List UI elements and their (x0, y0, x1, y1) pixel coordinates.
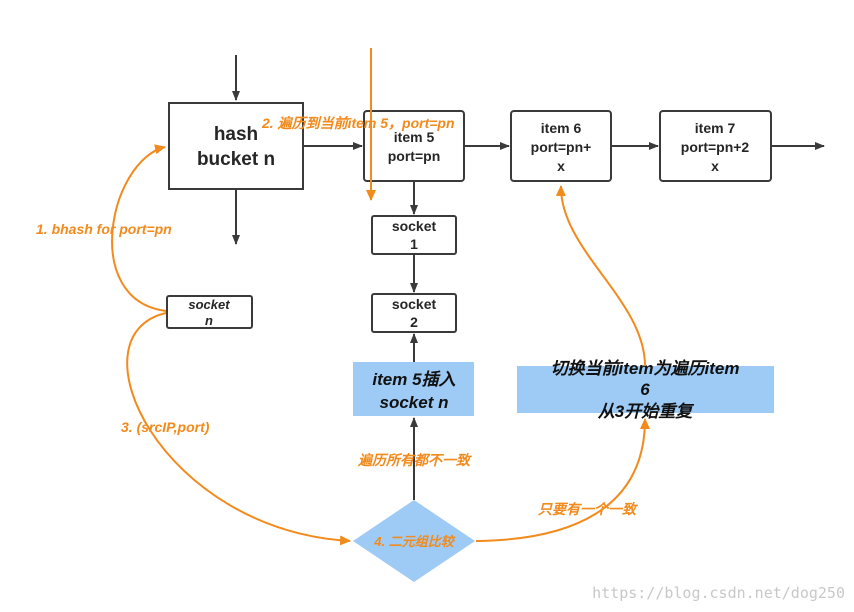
watermark-text: https://blog.csdn.net/dog250 (592, 584, 845, 602)
socketn-line-1: socket (188, 297, 230, 312)
switch-line-2: 6 (640, 380, 650, 399)
hash-bucket-line-1: hash (214, 124, 258, 145)
switch-line-1: 切换当前item为遍历item (551, 359, 740, 378)
socket2-node: socket 2 (371, 293, 457, 333)
item5-line-1: item 5 (394, 129, 435, 145)
item6-line-2: port=pn+ (531, 139, 592, 155)
item7-line-1: item 7 (695, 120, 736, 136)
compare-diamond: 4. 二元组比较 (353, 500, 475, 582)
orange-repeat-arrow (555, 185, 646, 367)
hash-bucket-node: hash bucket n (168, 102, 304, 190)
switch-box: 切换当前item为遍历item 6 从3开始重复 (517, 359, 774, 421)
item6-line-3: x (557, 158, 565, 174)
item7-line-3: x (711, 158, 719, 174)
socketn-line-2: n (205, 313, 213, 328)
socket1-line-2: 1 (410, 236, 418, 252)
insert-line-1: item 5插入 (372, 370, 455, 389)
orange-match-arrow (475, 418, 650, 542)
socketn-node: socket n (166, 295, 253, 329)
item7-line-2: port=pn+2 (681, 139, 750, 155)
compare-label: 4. 二元组比较 (373, 534, 455, 549)
socket2-line-2: 2 (410, 314, 418, 330)
socket1-line-1: socket (392, 218, 437, 234)
item6-line-1: item 6 (541, 120, 582, 136)
orange-bhash-arrow (111, 144, 167, 312)
item6-node: item 6 port=pn+ x (510, 110, 612, 182)
label-any-match: 只要有一个一致 (538, 501, 639, 517)
switch-line-3: 从3开始重复 (598, 402, 694, 421)
insert-line-2: socket n (380, 393, 449, 412)
label-tuple: 3. (srcIP,port) (121, 419, 210, 435)
socket1-node: socket 1 (371, 215, 457, 255)
socket2-line-1: socket (392, 296, 437, 312)
orange-tuple-arrow (126, 312, 351, 546)
label-traverse: 2. 遍历到当前item 5，port=pn (261, 115, 455, 131)
item7-node: item 7 port=pn+2 x (659, 110, 772, 182)
insert-box: item 5插入 socket n (353, 362, 474, 416)
hash-bucket-line-2: bucket n (197, 149, 275, 170)
label-all-differ: 遍历所有都不一致 (357, 452, 473, 468)
label-bhash: 1. bhash for port=pn (36, 221, 172, 237)
item5-line-2: port=pn (388, 148, 441, 164)
item5-node: item 5 port=pn (363, 110, 465, 182)
